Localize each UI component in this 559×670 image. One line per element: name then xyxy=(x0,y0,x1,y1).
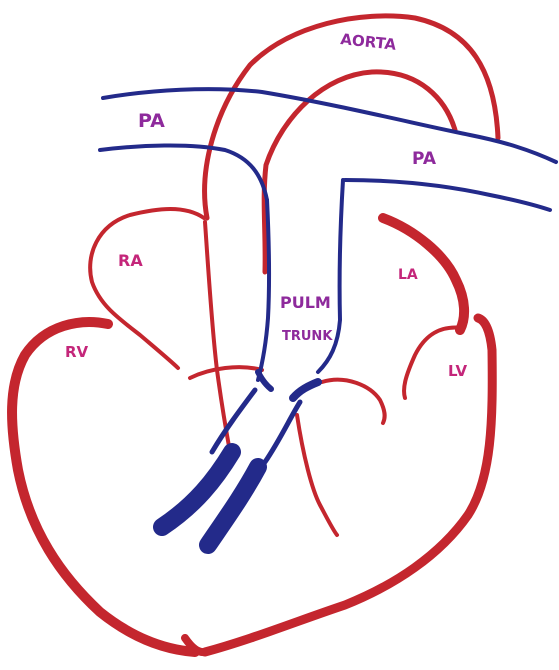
aortic-root-left-wall xyxy=(205,222,230,452)
pulm-label: PULM xyxy=(280,293,331,312)
outflow-left-wall xyxy=(212,390,255,452)
left-atrium-wall xyxy=(383,218,464,330)
pa-right-label: PA xyxy=(412,149,437,169)
aortic-root-right-wall xyxy=(297,415,337,535)
pulmonary-valve-left xyxy=(258,372,271,389)
la-label: LA xyxy=(398,267,418,283)
right-atrium-wall xyxy=(90,209,204,368)
red-structures xyxy=(12,16,498,652)
aorta-label: AORTA xyxy=(340,30,398,54)
pulmonary-artery-left-bottom xyxy=(100,145,267,200)
pulmonary-artery-right xyxy=(345,180,550,210)
lv-label: LV xyxy=(448,362,467,380)
pulmonary-artery-left-top xyxy=(103,89,556,162)
rv-label: RV xyxy=(65,343,89,361)
right-ventricle-wall xyxy=(12,322,195,652)
ra-label: RA xyxy=(118,251,143,270)
outflow-right-wall xyxy=(265,402,300,462)
valve-plane xyxy=(190,367,262,378)
pulmonary-valve-right xyxy=(293,382,318,398)
pa-left-label: PA xyxy=(138,110,165,132)
trunk-label: TRUNK xyxy=(282,329,333,344)
septum-bulge xyxy=(322,380,385,423)
